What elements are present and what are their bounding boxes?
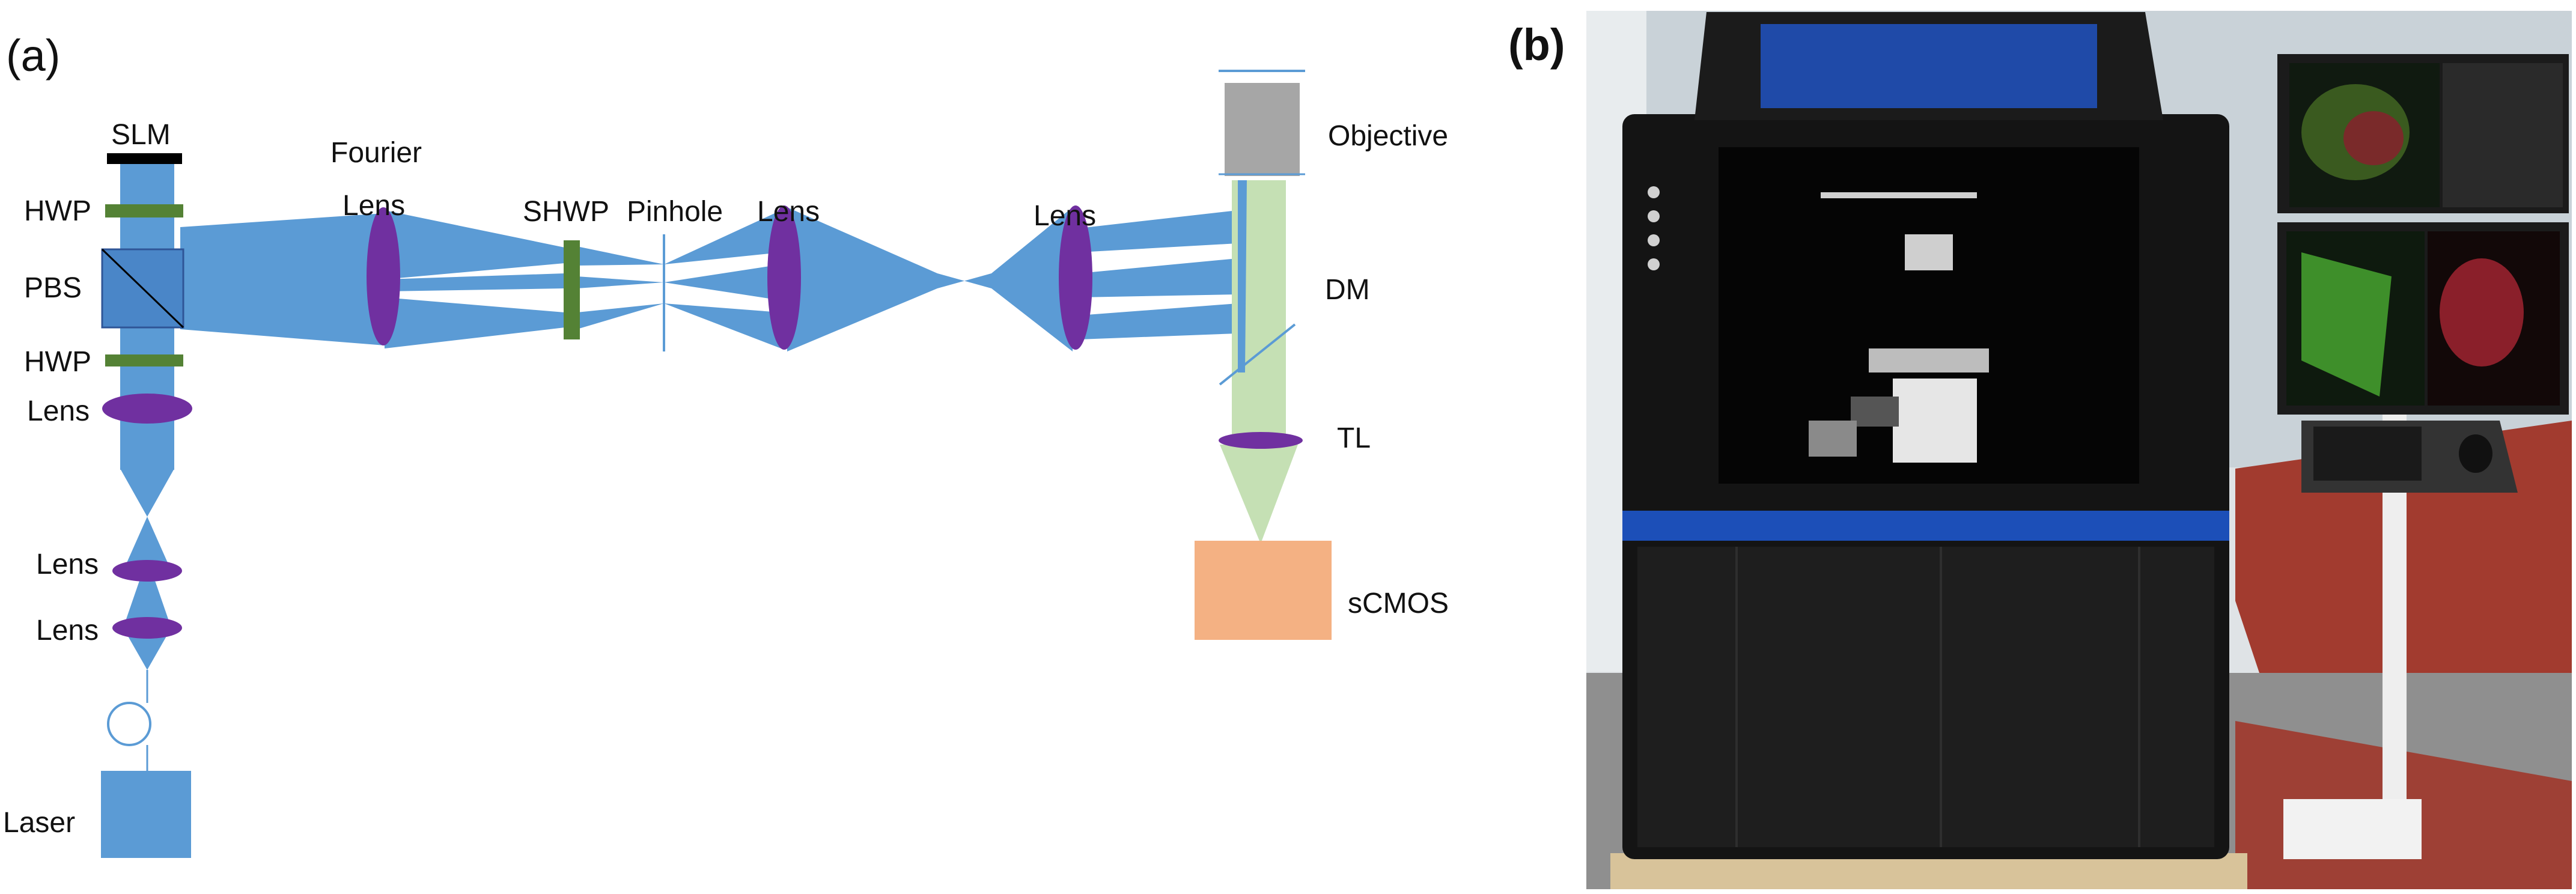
hwp-top-label: HWP [24, 195, 91, 227]
pinhole-label: Pinhole [627, 196, 723, 228]
relay-lens-1-element [767, 205, 801, 350]
hwp-top-element [105, 204, 183, 217]
beam-expander-upper [120, 469, 174, 517]
fourier-lens-element [367, 207, 400, 345]
camera-element [1195, 541, 1332, 640]
instrument-photo [1586, 11, 2572, 889]
relay-beam [787, 207, 1073, 351]
fourier-lens-label-line1: Fourier [330, 137, 422, 169]
relay-lens-1-label: Lens [757, 196, 820, 228]
lens-upper-element [102, 394, 192, 424]
tl-label: TL [1337, 422, 1371, 454]
laser-label: Laser [3, 807, 75, 839]
lens-upper-label: Lens [27, 395, 90, 427]
dm-element [1219, 323, 1296, 386]
laser-box [101, 771, 191, 858]
blue-band [1622, 511, 2229, 541]
pbs-label: PBS [24, 272, 82, 304]
lid-window [1761, 24, 2097, 108]
slm-element [107, 153, 182, 164]
lower-doors [1637, 547, 2214, 847]
panel-a-label: (a) [6, 31, 60, 81]
shwp-element [564, 240, 580, 339]
hwp-bottom-element [105, 354, 183, 366]
relay-lens-2-label: Lens [1034, 200, 1096, 232]
tl-element [1219, 432, 1303, 449]
fiber-loop [107, 702, 151, 746]
relay-lens-2-element [1059, 205, 1092, 350]
dm-label: DM [1325, 274, 1370, 306]
hwp-bottom-label: HWP [24, 346, 91, 378]
panel-b-label: (b) [1508, 20, 1565, 70]
lens-low-label: Lens [36, 615, 99, 646]
lens-mid-element [112, 560, 182, 582]
lens-low-element [112, 617, 182, 639]
objective-element [1225, 83, 1300, 176]
beam-expander-lower [123, 628, 171, 670]
camera-label: sCMOS [1348, 588, 1449, 619]
fourier-lens-label-line2: Lens [343, 190, 405, 222]
beam-to-fourier [180, 213, 385, 345]
objective-label: Objective [1328, 120, 1448, 152]
lens-mid-label: Lens [36, 549, 99, 580]
microscope [1893, 379, 1977, 463]
slm-label: SLM [111, 119, 171, 151]
shwp-label: SHWP [523, 196, 609, 228]
